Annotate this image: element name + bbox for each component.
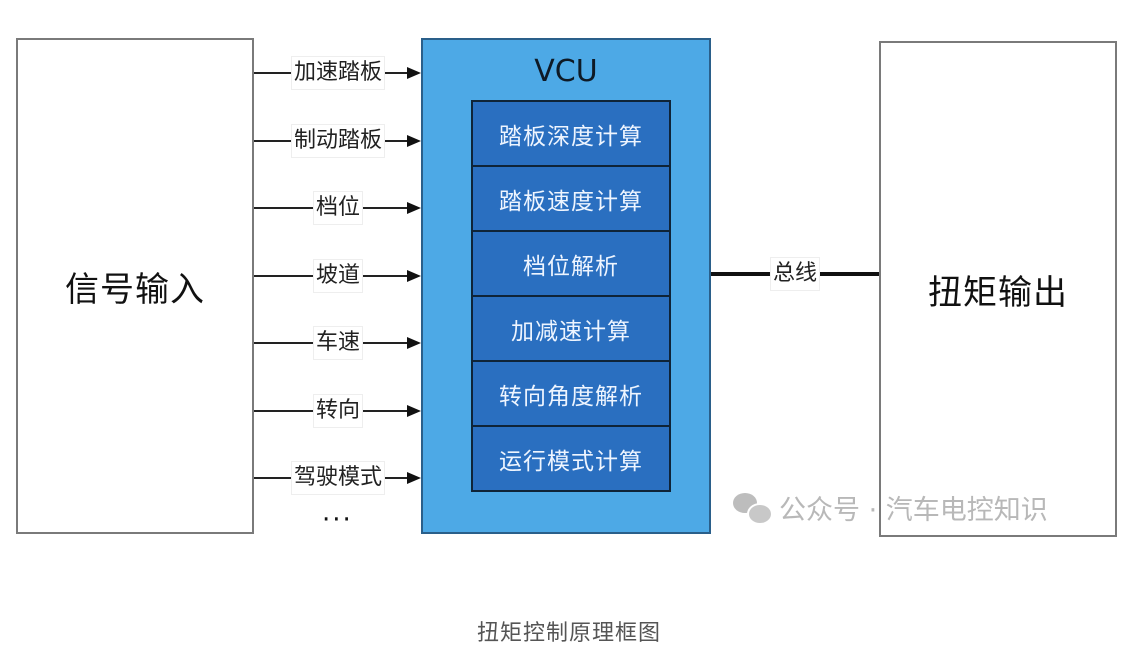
vcu-title: VCU xyxy=(534,54,598,89)
watermark: 公众号 · 汽车电控知识 xyxy=(733,488,1048,527)
signal-input-block: 信号输入 xyxy=(16,38,254,534)
wechat-icon xyxy=(733,492,773,525)
watermark-text: 公众号 · 汽车电控知识 xyxy=(779,495,1048,526)
signal-label: 档位 xyxy=(312,191,364,225)
vcu-module: 踏板深度计算 xyxy=(471,100,671,167)
arrow-right-icon xyxy=(407,67,421,79)
arrow-right-icon xyxy=(407,472,421,484)
signal-label: 驾驶模式 xyxy=(290,461,386,495)
arrow-right-icon xyxy=(407,404,421,417)
signal-label: 加速踏板 xyxy=(290,56,386,90)
vcu-module: 运行模式计算 xyxy=(471,425,671,492)
vcu-block: VCU 踏板深度计算 踏板速度计算 档位解析 加减速计算 转向角度解析 运行模式… xyxy=(421,38,711,534)
signal-input-label: 信号输入 xyxy=(65,269,205,310)
vcu-module: 档位解析 xyxy=(471,230,671,297)
signal-label: 坡道 xyxy=(312,258,364,293)
arrow-right-icon xyxy=(407,337,421,349)
vcu-module: 踏板速度计算 xyxy=(471,165,671,232)
arrow-right-icon xyxy=(407,134,421,147)
figure-caption: 扭矩控制原理框图 xyxy=(476,621,661,646)
vcu-module: 加减速计算 xyxy=(471,295,671,362)
arrow-right-icon xyxy=(407,202,421,214)
signal-label: 车速 xyxy=(312,326,364,360)
vcu-module: 转向角度解析 xyxy=(471,360,671,427)
arrow-right-icon xyxy=(407,269,421,282)
more-signals-ellipsis: ··· xyxy=(322,505,353,535)
signal-label: 转向 xyxy=(312,393,364,428)
torque-output-block: 扭矩输出 xyxy=(879,41,1117,537)
signal-label: 制动踏板 xyxy=(290,123,386,158)
bus-label: 总线 xyxy=(769,257,821,291)
vcu-module-stack: 踏板深度计算 踏板速度计算 档位解析 加减速计算 转向角度解析 运行模式计算 xyxy=(471,100,671,492)
torque-output-label: 扭矩输出 xyxy=(928,272,1068,313)
